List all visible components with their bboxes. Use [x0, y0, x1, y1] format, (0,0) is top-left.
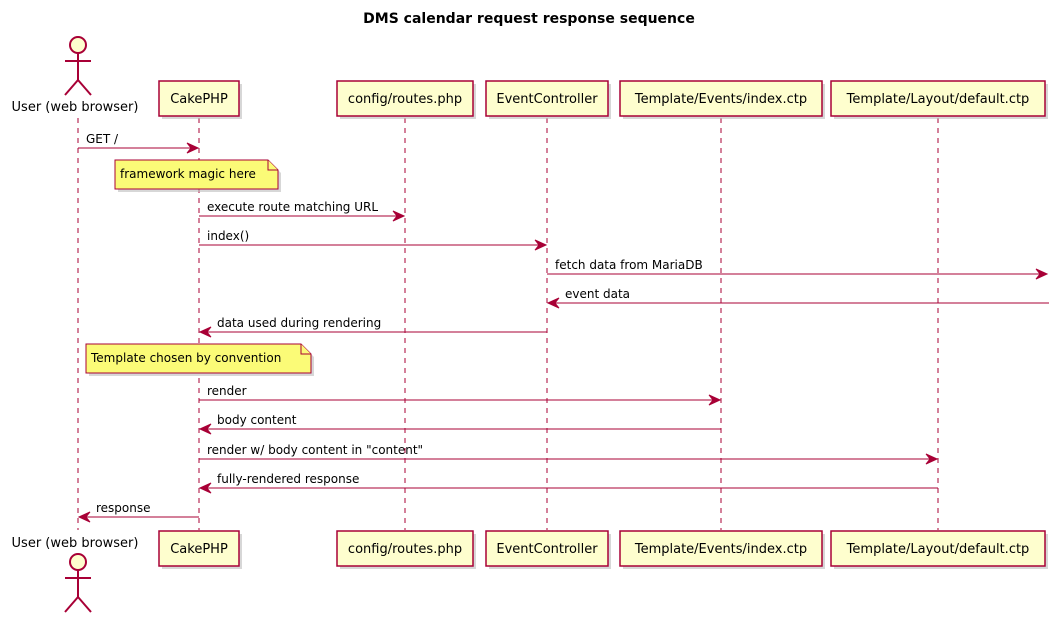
arrow-head: [1035, 268, 1049, 280]
note-framework-magic: framework magic here: [114, 159, 281, 192]
message-get-root: GET /: [78, 132, 200, 154]
message-label: response: [96, 501, 151, 515]
participant-box: [485, 80, 609, 117]
message-index: index(): [199, 229, 548, 251]
actor-leg-left: [64, 596, 79, 613]
participant-layout-template-top: Template/Layout/default.ctp: [830, 80, 1048, 119]
participant-box: [619, 80, 823, 117]
message-label: fetch data from MariaDB: [555, 258, 703, 272]
participant-index-template-bottom: Template/Events/index.ctp: [619, 530, 825, 569]
actor-leg-left: [64, 79, 79, 96]
note-template-convention: Template chosen by convention: [85, 343, 314, 376]
message-label: index(): [207, 229, 249, 243]
arrow-head: [534, 239, 548, 251]
participant-index-template-top: Template/Events/index.ctp: [619, 80, 825, 119]
message-label: fully-rendered response: [217, 472, 359, 486]
message-response: response: [77, 501, 199, 523]
participant-label: CakePHP: [170, 92, 228, 107]
participant-label: Template/Layout/default.ctp: [846, 542, 1030, 557]
participant-event-controller-top: EventController: [485, 80, 611, 119]
message-label: body content: [217, 413, 297, 427]
participant-routes-top: config/routes.php: [336, 80, 476, 119]
arrow-head: [198, 326, 212, 338]
note-fold: [267, 160, 278, 171]
message-label: event data: [565, 287, 630, 301]
message-fetch-data: fetch data from MariaDB: [547, 258, 1049, 280]
actor-leg-right: [77, 79, 92, 96]
participant-box: [485, 530, 609, 567]
participant-cakephp-top: CakePHP: [158, 80, 242, 119]
message-event-data: event data: [546, 287, 1049, 309]
arrow-head: [546, 297, 560, 309]
message-label: render w/ body content in "content": [207, 443, 423, 457]
participant-label: EventController: [496, 542, 598, 557]
message-label: execute route matching URL: [207, 200, 378, 214]
actor-label: User (web browser): [12, 536, 139, 551]
note-body: [85, 343, 312, 374]
arrow-head: [392, 210, 406, 222]
participant-routes-bottom: config/routes.php: [336, 530, 476, 569]
participant-box: [158, 530, 240, 567]
actor-head: [69, 36, 87, 54]
note-text: Template chosen by convention: [90, 351, 281, 365]
message-label: data used during rendering: [217, 316, 381, 330]
arrow-head: [198, 423, 212, 435]
participant-layout-template-bottom: Template/Layout/default.ctp: [830, 530, 1048, 569]
participant-label: Template/Layout/default.ctp: [846, 92, 1030, 107]
participant-box: [158, 80, 240, 117]
message-data-used: data used during rendering: [198, 316, 547, 338]
participant-label: CakePHP: [170, 542, 228, 557]
participant-label: config/routes.php: [348, 542, 462, 557]
actor-user-top: User (web browser): [12, 36, 139, 115]
message-label: render: [207, 384, 247, 398]
message-body-content: body content: [198, 413, 721, 435]
participant-event-controller-bottom: EventController: [485, 530, 611, 569]
actor-label: User (web browser): [12, 100, 139, 115]
arrow-head: [708, 394, 722, 406]
message-execute-route: execute route matching URL: [199, 200, 406, 222]
arrow-head: [198, 482, 212, 494]
note-body: [114, 159, 279, 190]
message-render-with-body: render w/ body content in "content": [199, 443, 939, 465]
diagram-title: DMS calendar request response sequence: [363, 11, 695, 27]
participant-box: [830, 80, 1046, 117]
actor-leg-right: [77, 596, 92, 613]
actor-user-bottom: User (web browser): [12, 536, 139, 613]
participant-box: [336, 530, 474, 567]
participant-label: EventController: [496, 92, 598, 107]
note-text: framework magic here: [120, 167, 256, 181]
arrow-head: [77, 511, 91, 523]
actor-head: [69, 553, 87, 571]
participant-cakephp-bottom: CakePHP: [158, 530, 242, 569]
message-fully-rendered: fully-rendered response: [198, 472, 938, 494]
participant-box: [619, 530, 823, 567]
message-label: GET /: [86, 132, 119, 146]
arrow-head: [186, 142, 200, 154]
message-render: render: [199, 384, 722, 406]
participant-label: Template/Events/index.ctp: [634, 542, 807, 557]
participant-label: config/routes.php: [348, 92, 462, 107]
participant-box: [336, 80, 474, 117]
note-fold: [300, 344, 311, 355]
participant-label: Template/Events/index.ctp: [634, 92, 807, 107]
participant-box: [830, 530, 1046, 567]
arrow-head: [925, 453, 939, 465]
